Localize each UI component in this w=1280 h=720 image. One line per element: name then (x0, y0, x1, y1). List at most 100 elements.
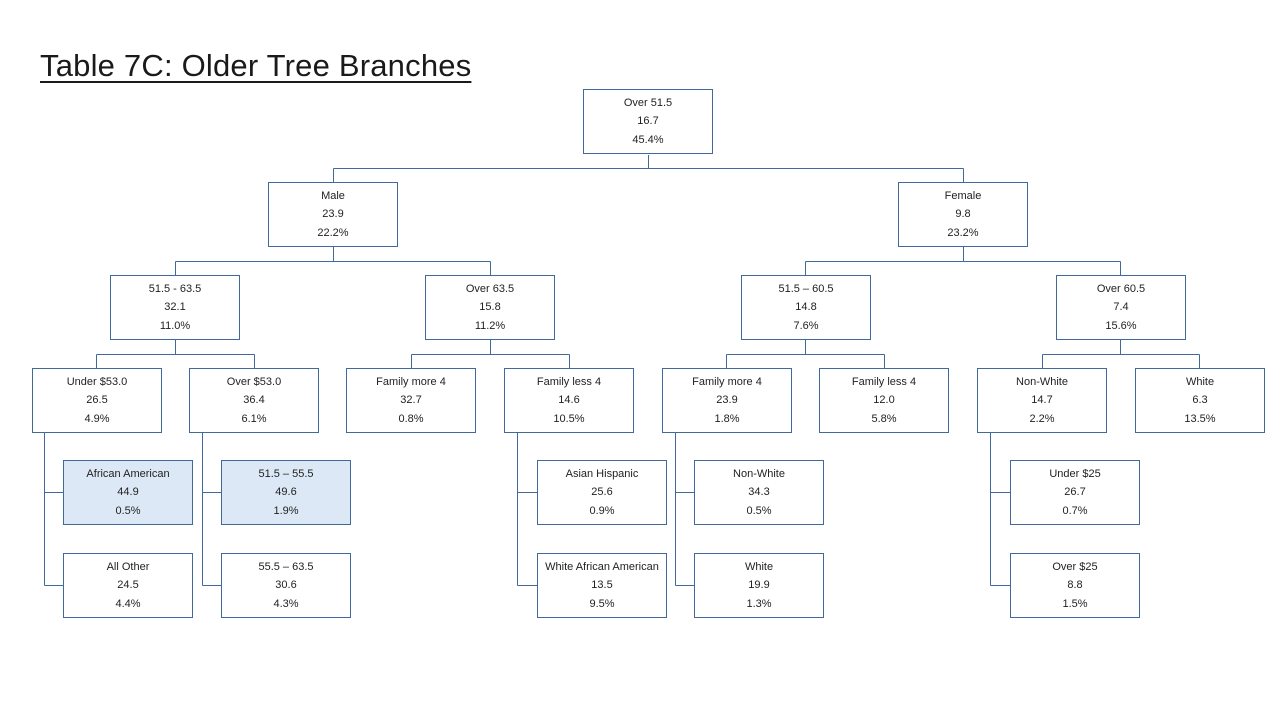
node-percent: 0.9% (589, 504, 615, 517)
node-over25: Over $25 8.8 1.5% (1010, 553, 1140, 618)
node-value: 9.8 (955, 208, 971, 221)
node-label: 55.5 – 63.5 (258, 560, 314, 573)
node-f-family-less4: Family less 4 12.0 5.8% (819, 368, 949, 433)
node-value: 15.8 (479, 301, 501, 314)
node-percent: 4.4% (115, 597, 141, 610)
node-value: 7.4 (1113, 301, 1129, 314)
node-male-over63: Over 63.5 15.8 11.2% (425, 275, 555, 340)
node-percent: 23.2% (947, 226, 979, 239)
node-label: White African American (545, 560, 659, 573)
node-label: Female (944, 189, 982, 202)
node-value: 13.5 (591, 579, 613, 592)
connector-root (333, 155, 964, 182)
connector-female-over60 (1042, 340, 1200, 368)
node-age-51-55: 51.5 – 55.5 49.6 1.9% (221, 460, 351, 525)
node-label: Family more 4 (692, 375, 762, 388)
node-label: Under $25 (1049, 467, 1101, 480)
node-percent: 4.3% (273, 597, 299, 610)
node-label: Non-White (1016, 375, 1068, 388)
node-value: 14.6 (558, 394, 580, 407)
node-african-american: African American 44.9 0.5% (63, 460, 193, 525)
node-label: Non-White (733, 467, 785, 480)
node-label: White (1185, 375, 1215, 388)
node-root: Over 51.5 16.7 45.4% (583, 89, 713, 154)
node-value: 36.4 (243, 394, 265, 407)
node-percent: 15.6% (1105, 319, 1137, 332)
node-percent: 1.9% (273, 504, 299, 517)
node-age-55-63: 55.5 – 63.5 30.6 4.3% (221, 553, 351, 618)
node-label: Over 60.5 (1096, 282, 1146, 295)
node-value: 16.7 (637, 115, 659, 128)
node-percent: 1.3% (746, 597, 772, 610)
node-percent: 0.8% (398, 412, 424, 425)
node-percent: 5.8% (871, 412, 897, 425)
node-value: 32.7 (400, 394, 422, 407)
node-ff-nonwhite: Non-White 34.3 0.5% (694, 460, 824, 525)
connector-f-family-more4 (675, 433, 694, 586)
connector-female-51-60 (726, 340, 885, 368)
node-percent: 1.8% (714, 412, 740, 425)
node-value: 32.1 (164, 301, 186, 314)
node-value: 14.7 (1031, 394, 1053, 407)
node-label: White (744, 560, 774, 573)
node-label: Under $53.0 (66, 375, 128, 388)
node-label: Family more 4 (376, 375, 446, 388)
node-under25: Under $25 26.7 0.7% (1010, 460, 1140, 525)
connector-male-51-63 (96, 340, 255, 368)
connector-f-nonwhite (990, 433, 1010, 586)
node-percent: 1.5% (1062, 597, 1088, 610)
node-value: 26.5 (86, 394, 108, 407)
node-value: 6.3 (1192, 394, 1208, 407)
node-value: 49.6 (275, 486, 297, 499)
node-male-51-63: 51.5 - 63.5 32.1 11.0% (110, 275, 240, 340)
node-label: Over $25 (1052, 560, 1098, 573)
node-label: All Other (106, 560, 150, 573)
node-under53: Under $53.0 26.5 4.9% (32, 368, 162, 433)
node-percent: 22.2% (317, 226, 349, 239)
node-label: Over 51.5 (623, 96, 673, 109)
connector-male (175, 247, 491, 275)
node-white-african-american: White African American 13.5 9.5% (537, 553, 667, 618)
node-label: Over $53.0 (226, 375, 282, 388)
node-value: 23.9 (716, 394, 738, 407)
node-percent: 11.0% (159, 319, 191, 332)
node-value: 24.5 (117, 579, 139, 592)
node-percent: 13.5% (1184, 412, 1216, 425)
node-value: 26.7 (1064, 486, 1086, 499)
node-label: Family less 4 (536, 375, 602, 388)
node-percent: 6.1% (241, 412, 267, 425)
node-label: Family less 4 (851, 375, 917, 388)
node-f-family-more4: Family more 4 23.9 1.8% (662, 368, 792, 433)
node-ff-white: White 19.9 1.3% (694, 553, 824, 618)
node-value: 30.6 (275, 579, 297, 592)
node-value: 12.0 (873, 394, 895, 407)
node-label: Asian Hispanic (565, 467, 639, 480)
node-percent: 11.2% (474, 319, 506, 332)
node-value: 44.9 (117, 486, 139, 499)
connector-female (805, 247, 1121, 275)
node-all-other: All Other 24.5 4.4% (63, 553, 193, 618)
node-value: 19.9 (748, 579, 770, 592)
node-m-family-more4: Family more 4 32.7 0.8% (346, 368, 476, 433)
node-value: 25.6 (591, 486, 613, 499)
connector-under53 (44, 433, 63, 586)
node-value: 34.3 (748, 486, 770, 499)
node-label: African American (86, 467, 170, 480)
node-f-white: White 6.3 13.5% (1135, 368, 1265, 433)
node-asian-hispanic: Asian Hispanic 25.6 0.9% (537, 460, 667, 525)
node-percent: 45.4% (632, 133, 664, 146)
node-value: 14.8 (795, 301, 817, 314)
node-label: 51.5 - 63.5 (148, 282, 202, 295)
node-percent: 7.6% (793, 319, 819, 332)
page-title: Table 7C: Older Tree Branches (40, 48, 472, 83)
connector-over53 (202, 433, 221, 586)
node-female-over60: Over 60.5 7.4 15.6% (1056, 275, 1186, 340)
node-value: 8.8 (1067, 579, 1083, 592)
connector-male-over63 (411, 340, 570, 368)
node-label: 51.5 – 55.5 (258, 467, 314, 480)
node-female-51-60: 51.5 – 60.5 14.8 7.6% (741, 275, 871, 340)
node-label: Over 63.5 (465, 282, 515, 295)
node-percent: 4.9% (84, 412, 110, 425)
node-female: Female 9.8 23.2% (898, 182, 1028, 247)
